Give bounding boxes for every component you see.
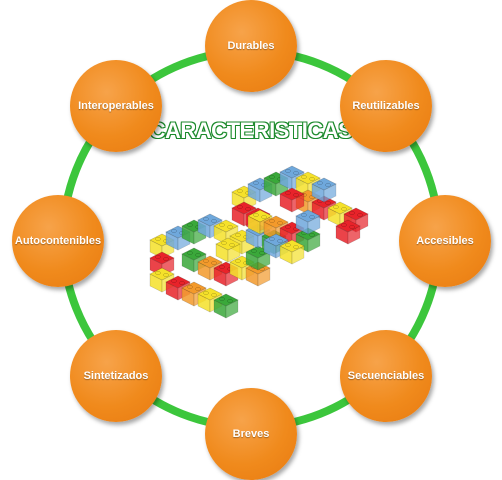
node-sintetizados: Sintetizados [70, 330, 162, 422]
node-durables: Durables [205, 0, 297, 92]
node-label: Sintetizados [83, 370, 149, 382]
lego-brick [311, 177, 337, 203]
node-accesibles: Accesibles [399, 195, 491, 287]
lego-brick [279, 239, 305, 265]
node-secuenciables: Secuenciables [340, 330, 432, 422]
node-interoperables: Interoperables [70, 60, 162, 152]
lego-brick [263, 233, 289, 259]
node-label: Secuenciables [347, 370, 425, 382]
lego-brick [279, 165, 305, 191]
lego-bricks-icon [149, 165, 369, 319]
node-label: Durables [227, 40, 275, 52]
node-autocontenibles: Autocontenibles [12, 195, 104, 287]
node-breves: Breves [205, 388, 297, 480]
node-label: Interoperables [78, 100, 154, 112]
diagram-title: CARACTERISTICAS [149, 118, 353, 143]
lego-brick [181, 281, 207, 307]
node-label: Breves [232, 428, 270, 440]
node-label: Reutilizables [352, 100, 420, 112]
lego-brick [335, 219, 361, 245]
lego-brick [215, 237, 241, 263]
lego-brick [263, 215, 289, 241]
lego-brick [279, 187, 305, 213]
lego-brick [295, 209, 321, 235]
lego-brick [149, 251, 175, 277]
node-label: Accesibles [416, 235, 474, 247]
lego-brick [181, 219, 207, 245]
node-reutilizables: Reutilizables [340, 60, 432, 152]
node-label: Autocontenibles [14, 235, 102, 247]
lego-brick [213, 293, 239, 319]
